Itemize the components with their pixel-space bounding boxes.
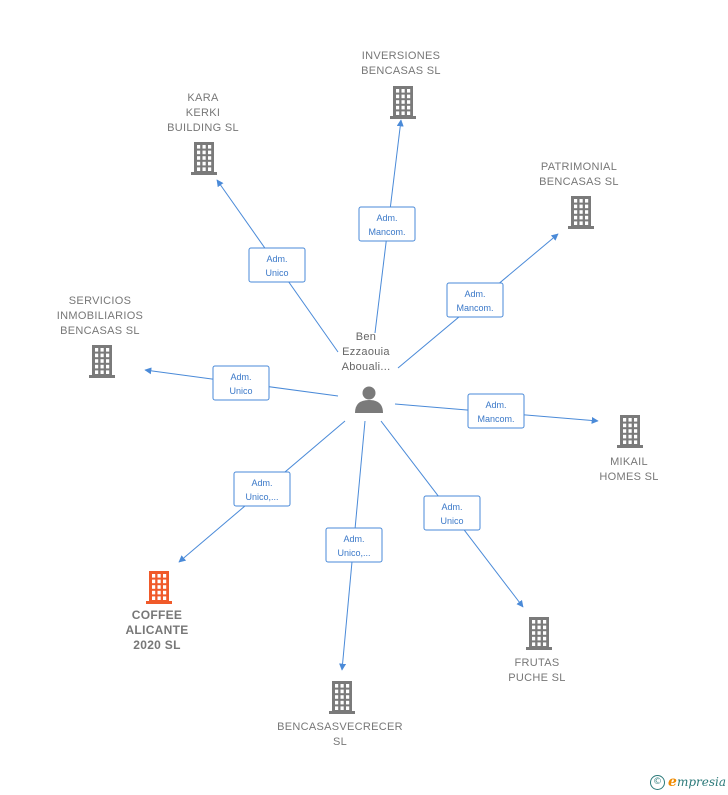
edge-role-text: Unico — [440, 516, 463, 526]
edge-role-text: Unico,... — [245, 492, 278, 502]
company-label-mikail[interactable]: MIKAIL HOMES SL — [599, 456, 658, 483]
edge-role-text: Mancom. — [368, 227, 405, 237]
edge-role-text: Adm. — [343, 534, 364, 544]
company-name-line: BENCASASVECRECER — [277, 721, 403, 733]
company-name-line: BENCASAS SL — [361, 65, 441, 77]
company-name-line: KERKI — [186, 107, 221, 119]
company-label-kara[interactable]: KARA KERKI BUILDING SL — [167, 92, 239, 134]
company-name-line: PATRIMONIAL — [541, 161, 617, 173]
edge-role-label-bencasasvecrecer[interactable]: Adm. Unico,... — [325, 527, 383, 563]
company-name-line: INVERSIONES — [362, 50, 441, 62]
copyright-icon: © — [650, 774, 666, 790]
company-label-inversiones[interactable]: INVERSIONES BENCASAS SL — [361, 50, 441, 77]
brand-logo-text: mpresia — [676, 775, 726, 789]
nodes-layer: INVERSIONES BENCASAS SL KARA KERKI BUILDING … — [57, 50, 659, 748]
brand-logo: empresia — [668, 773, 726, 791]
building-icon-bencasasvecrecer[interactable] — [329, 681, 355, 714]
footer-brand: © empresia — [650, 773, 726, 791]
edge-role-text: Unico — [229, 386, 252, 396]
edge-role-label-mikail[interactable]: Adm. Mancom. — [467, 393, 525, 429]
company-name-line: PUCHE SL — [508, 672, 565, 684]
edge-role-text: Adm. — [464, 289, 485, 299]
company-label-frutas[interactable]: FRUTAS PUCHE SL — [508, 657, 565, 684]
company-name-line: BENCASAS SL — [60, 325, 140, 337]
company-name-line: 2020 SL — [133, 638, 180, 652]
edge-role-text: Mancom. — [477, 414, 514, 424]
edge-role-label-frutas[interactable]: Adm. Unico — [423, 495, 481, 531]
company-name-line: MIKAIL — [610, 456, 648, 468]
company-name-line: KARA — [187, 92, 219, 104]
edges-layer: Adm.Mancom.Adm.UnicoAdm.Mancom.Adm.Unico… — [144, 119, 599, 671]
company-label-servicios[interactable]: SERVICIOS INMOBILIARIOS BENCASAS SL — [57, 295, 143, 337]
edge-role-text: Mancom. — [456, 303, 493, 313]
edge-role-label-servicios[interactable]: Adm. Unico — [212, 365, 270, 401]
building-icon-frutas[interactable] — [526, 617, 552, 650]
person-name-line: Abouali... — [342, 361, 391, 373]
company-name-line: BENCASAS SL — [539, 176, 619, 188]
company-name-line: ALICANTE — [125, 623, 188, 637]
building-icon-patrimonial[interactable] — [568, 196, 594, 229]
edge-role-text: Adm. — [441, 502, 462, 512]
company-name-line: SL — [333, 736, 347, 748]
edge-role-text: Unico,... — [337, 548, 370, 558]
company-name-line: FRUTAS — [515, 657, 560, 669]
company-name-line: BUILDING SL — [167, 122, 239, 134]
edge-role-label-inversiones[interactable]: Adm. Mancom. — [358, 206, 416, 242]
edge-role-text: Adm. — [266, 254, 287, 264]
company-label-patrimonial[interactable]: PATRIMONIAL BENCASAS SL — [539, 161, 619, 188]
person-name-line: Ben — [356, 331, 376, 343]
building-icon-inversiones[interactable] — [390, 86, 416, 119]
person-name-line: Ezzaouia — [342, 346, 390, 358]
edge-role-label-kara[interactable]: Adm. Unico — [248, 247, 306, 283]
building-icon-mikail[interactable] — [617, 415, 643, 448]
company-name-line: HOMES SL — [599, 471, 658, 483]
edge-role-text: Adm. — [251, 478, 272, 488]
edge-role-label-patrimonial[interactable]: Adm. Mancom. — [446, 282, 504, 318]
edge-role-label-coffee[interactable]: Adm. Unico,... — [233, 471, 291, 507]
company-name-line: INMOBILIARIOS — [57, 310, 143, 322]
edge-role-text: Unico — [265, 268, 288, 278]
person-icon — [355, 386, 383, 413]
building-icon-coffee[interactable] — [146, 571, 172, 604]
building-icon-kara[interactable] — [191, 142, 217, 175]
center-person[interactable]: BenEzzaouiaAbouali... — [342, 331, 391, 413]
company-name-line: COFFEE — [132, 608, 182, 622]
edge-role-text: Adm. — [485, 400, 506, 410]
company-label-bencasasvecrecer[interactable]: BENCASASVECRECER SL — [277, 721, 403, 748]
building-icon-servicios[interactable] — [89, 345, 115, 378]
brand-logo-e: e — [668, 774, 677, 790]
edge-role-text: Adm. — [230, 372, 251, 382]
edge-role-text: Adm. — [376, 213, 397, 223]
company-name-line: SERVICIOS — [69, 295, 131, 307]
